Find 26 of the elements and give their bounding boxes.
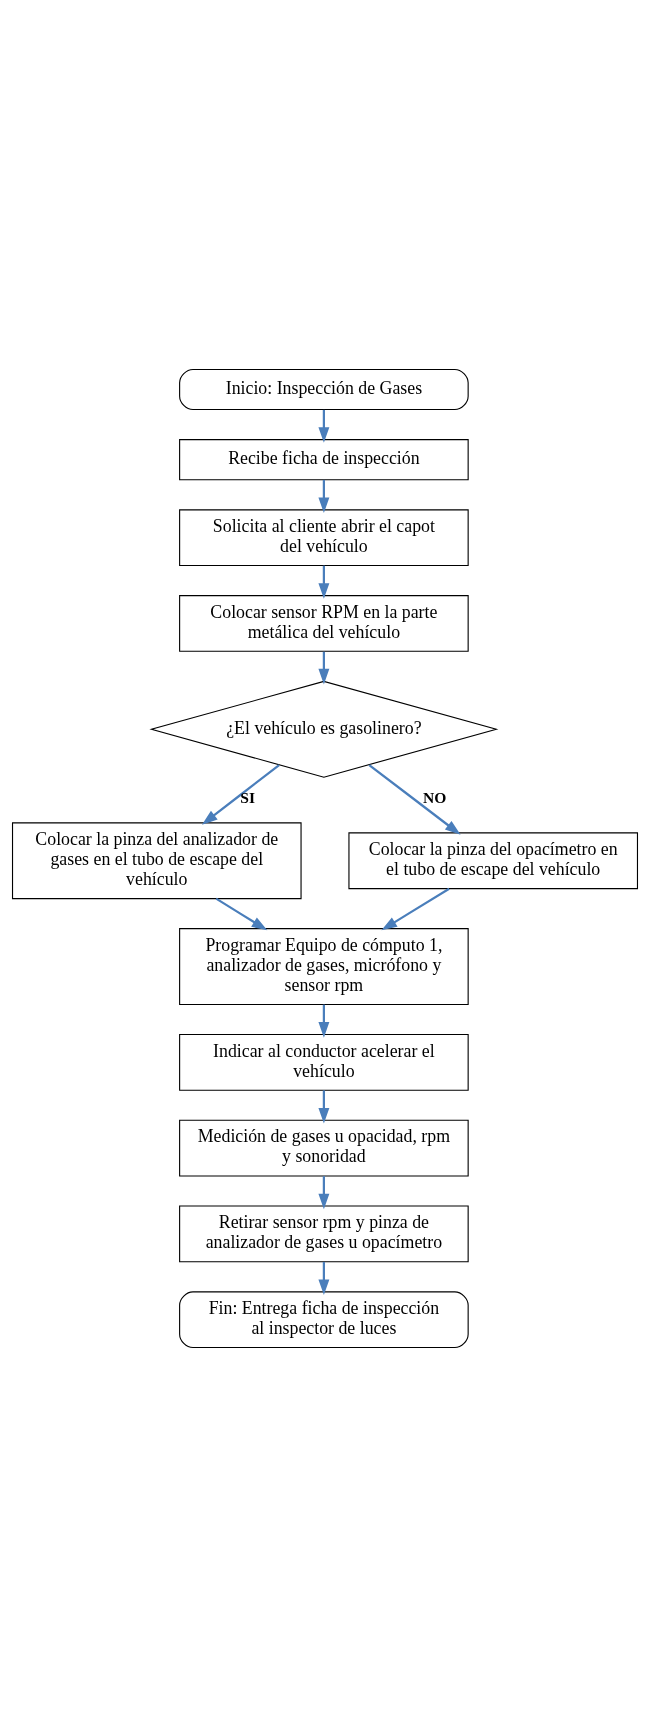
arrow bbox=[368, 764, 461, 835]
node-box: Indicar al conductor acelerar el vehículo bbox=[179, 1033, 469, 1091]
node-box: Fin: Entrega ficha de inspección al inspector de luces bbox=[179, 1291, 469, 1349]
arrow bbox=[381, 887, 450, 931]
arrow bbox=[318, 409, 330, 443]
arrow bbox=[318, 1004, 330, 1038]
arrow bbox=[318, 479, 330, 514]
node-box: Programar Equipo de cómputo 1, analizador de gases, micrófono y sensor rpm bbox=[179, 928, 469, 1005]
node-diamond: ¿El vehículo es gasolinero? bbox=[149, 680, 499, 778]
arrow bbox=[318, 1090, 330, 1124]
arrow bbox=[318, 565, 330, 599]
node-box: Solicita al cliente abrir el capot del vehículo bbox=[179, 509, 469, 567]
node-box: Colocar la pinza del analizador de gases en el tubo de escape del vehículo bbox=[11, 822, 302, 900]
edge-label: SI bbox=[240, 789, 256, 807]
arrow bbox=[201, 764, 280, 825]
arrow bbox=[318, 1261, 330, 1296]
node-box: Medición de gases u opacidad, rpm y sonoridad bbox=[179, 1119, 469, 1177]
node-box: Recibe ficha de inspección bbox=[179, 439, 469, 481]
node-box: Colocar sensor RPM en la parte metálica del vehículo bbox=[179, 595, 469, 652]
node-box: Retirar sensor rpm y pinza de analizador de gases u opacímetro bbox=[179, 1205, 469, 1263]
arrow bbox=[215, 897, 268, 931]
arrow bbox=[318, 1176, 330, 1210]
edge-label: NO bbox=[423, 789, 447, 807]
arrow bbox=[318, 651, 330, 685]
node-box: Colocar la pinza del opacímetro en el tubo de escape del vehículo bbox=[348, 832, 639, 890]
node-box: Inicio: Inspección de Gases bbox=[179, 368, 469, 411]
